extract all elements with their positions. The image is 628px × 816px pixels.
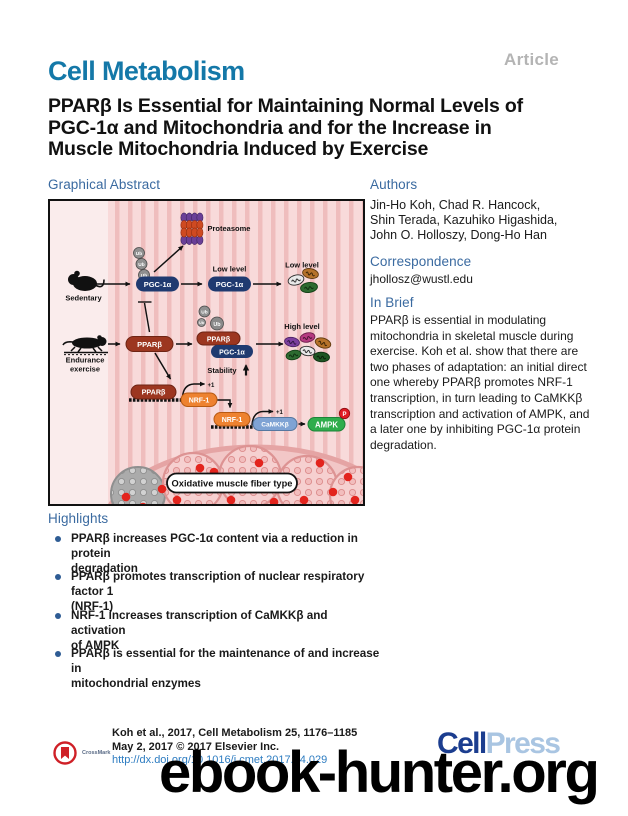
plus-one-label: +1 [208,383,216,389]
pgc1a-label: PGC-1α [219,349,245,356]
crossmark-logo[interactable]: CrossMark [52,738,110,768]
endurance-mouse-icon [62,335,108,356]
highlight-item: NRF-1 increases transcription of CaMKKβ … [55,608,385,654]
pgc1a-label: PGC-1α [144,280,172,289]
pparb-pill-gene: PPARβ [130,384,177,400]
authors-heading: Authors [370,177,418,192]
in-brief-text: PPARβ is essential in modulating mitocho… [370,313,590,452]
pgc1a-label: PGC-1α [216,280,244,289]
bullet-icon [55,651,61,657]
graphical-abstract-figure: Oxidative muscle fiber type Proteasome [48,199,410,618]
correspondence-heading: Correspondence [370,254,472,269]
sedentary-label: Sedentary [65,294,102,303]
article-type-label: Article [504,50,560,69]
correspondence-email[interactable]: jhollosz@wustl.edu [370,272,473,286]
pathway-arrows [96,245,306,427]
plus-one-label: +1 [276,410,284,416]
ubiquitin-pair-icon: Ub Ub Ub [197,305,224,331]
author-line: Shin Terada, Kazuhiko Higashida, [370,213,558,227]
proteasome-icon [180,212,204,245]
pparb-label: PPARβ [137,340,162,349]
nrf1-label: NRF-1 [189,397,210,404]
cellpress-press: Press [485,727,561,760]
stability-annotation: Stability [207,364,250,376]
ub-label: Ub [201,310,207,316]
high-level-label: High level [284,322,319,331]
stability-label: Stability [207,366,237,375]
journal-logo: Cell Metabolism [48,56,245,86]
phospho-label: P [342,412,346,418]
pgc1a-pill-1: PGC-1α [136,276,179,292]
low-level-label-pill: Low level [213,265,247,274]
highlight-text: PPARβ increases PGC-1α content via a red… [71,532,358,576]
author-line: Jin-Ho Koh, Chad R. Hancock, [370,198,541,212]
nrf1-pill-1: NRF-1 [180,392,218,407]
endurance-label-1: Endurance [66,356,105,365]
pparb-label: PPARβ [207,336,231,343]
graphical-abstract-heading: Graphical Abstract [48,177,161,192]
ampk-label: AMPK [315,420,338,429]
ub-label: Ub [138,262,144,268]
highlight-item: PPARβ is essential for the maintenance o… [55,646,385,692]
low-level-label-mito: Low level [285,261,319,270]
author-line: John O. Holloszy, Dong-Ho Han [370,228,547,242]
oxidative-fiber-label-pill: Oxidative muscle fiber type [166,472,298,494]
footer-citation: Koh et al., 2017, Cell Metabolism 25, 11… [112,727,358,739]
cellpress-cell: Cell [437,727,487,760]
highlights-heading: Highlights [48,511,109,526]
pparb-pgc1a-complex: PPARβ PGC-1α [196,331,253,358]
nrf1-label: NRF-1 [222,417,243,424]
bullet-icon [55,536,61,542]
bullet-icon [55,613,61,619]
highlight-item: PPARβ increases PGC-1α content via a red… [55,531,385,577]
pparb-pill-1: PPARβ [125,336,174,352]
doi-link[interactable]: http://dx.doi.org/10.1016/j.cmet.2017.04… [112,754,328,766]
highlight-text: NRF-1 increases transcription of CaMKKβ … [71,609,328,653]
crossmark-label: CrossMark [82,750,111,756]
camkkb-label: CaMKKβ [261,422,288,429]
cellpress-logo: CellPress [437,727,561,760]
highlight-text: PPARβ promotes transcription of nuclear … [71,570,365,614]
sedentary-mouse-icon [68,270,105,291]
ub-label: Ub [136,251,142,257]
in-brief-heading: In Brief [370,295,414,310]
footer-copyright: May 2, 2017 © 2017 Elsevier Inc. [112,740,280,753]
ampk-pill: AMPK P [307,407,351,432]
inhibition-tbar [138,301,152,333]
highlight-text: PPARβ is essential for the maintenance o… [71,647,380,691]
endurance-label-2: exercise [70,365,100,374]
bullet-icon [55,574,61,580]
pgc1a-pill-2: PGC-1α [208,276,251,292]
ub-label: Ub [199,321,205,325]
pparb-label: PPARβ [142,388,166,397]
mitochondria-cluster-high [284,332,332,363]
ub-label: Ub [141,273,147,279]
phospho-icon [338,407,351,420]
ub-label: Ub [213,322,221,328]
nrf1-pill-2: NRF-1 [213,412,251,427]
graphical-abstract-svg: Oxidative muscle fiber type Proteasome [50,201,410,618]
camkkb-pill: CaMKKβ [252,417,298,431]
mitochondria-cluster-low [287,268,319,294]
crossmark-icon [53,741,77,765]
highlight-item: PPARβ promotes transcription of nuclear … [55,569,385,615]
watermark-text: ebook-hunter.org [159,740,600,805]
proteasome-label: Proteasome [208,224,251,233]
oxidative-fiber-label: Oxidative muscle fiber type [172,479,293,489]
paper-title: PPARβ Is Essential for Maintaining Norma… [48,95,523,160]
